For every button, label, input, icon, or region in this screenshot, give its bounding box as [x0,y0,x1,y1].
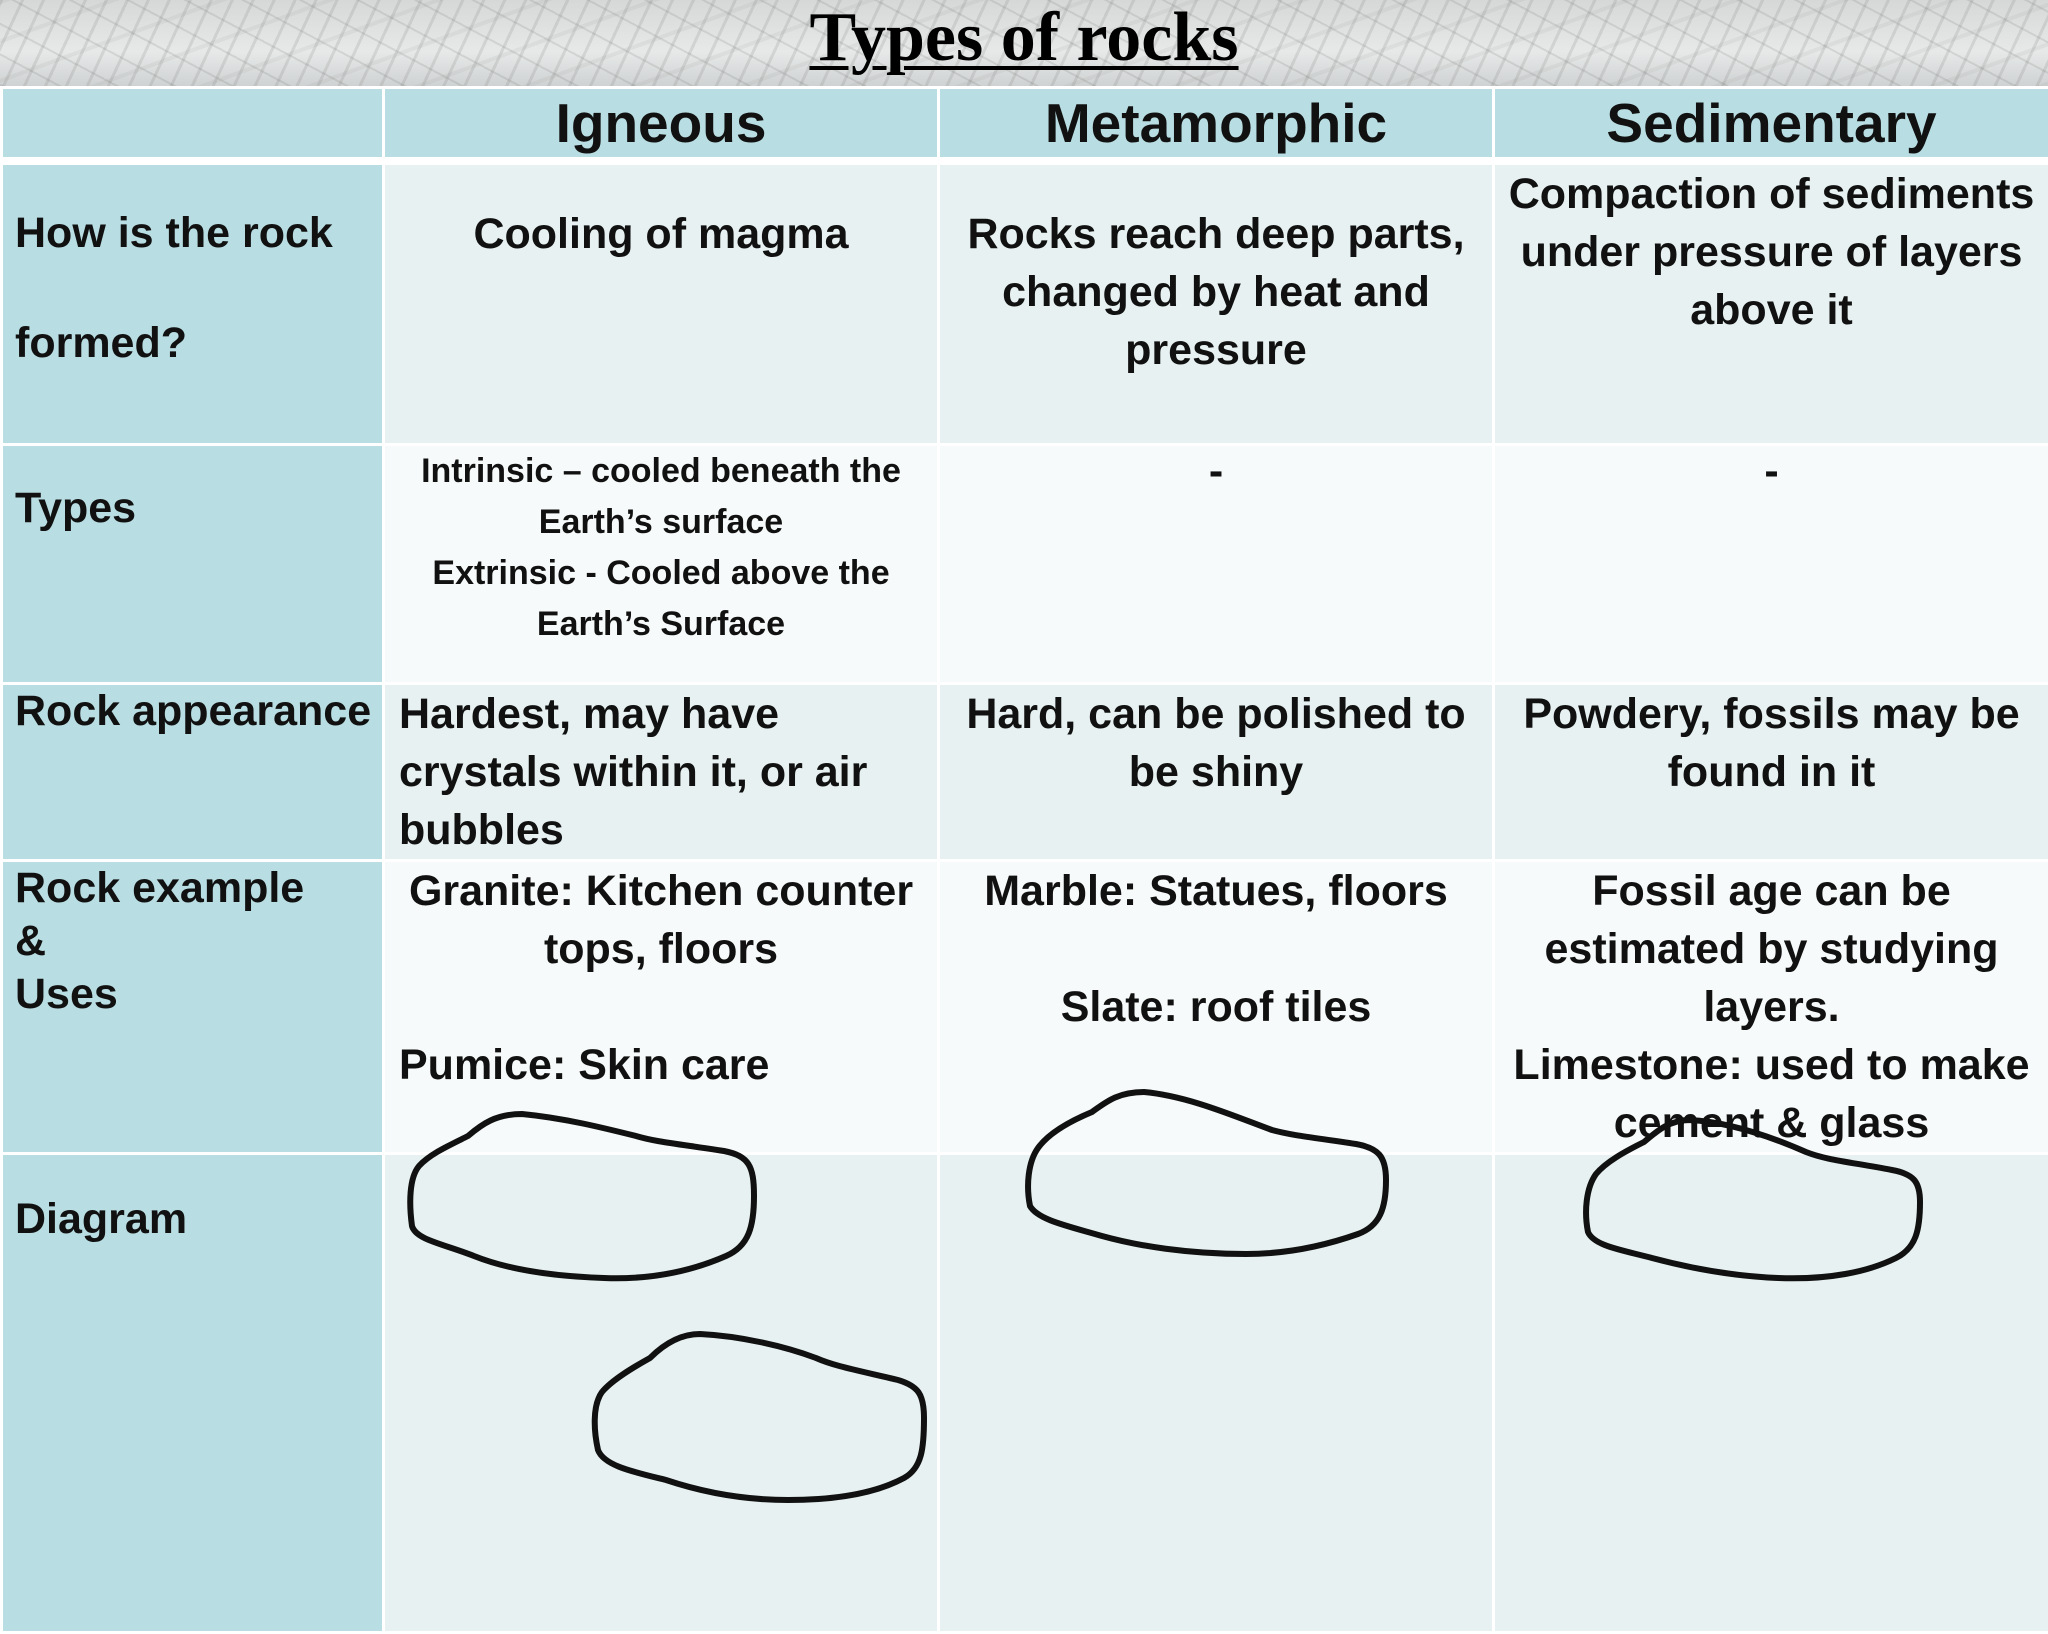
igneous-rock-drawing-1 [404,1106,760,1282]
header-corner [2,88,384,162]
metamorphic-rock-drawing [1018,1086,1394,1258]
cell-metamorphic-types: - [939,445,1494,684]
sedimentary-example-fossil: Fossil age can be estimated by studying … [1495,862,2048,1036]
cell-igneous-types: Intrinsic – cooled beneath the Earth’s s… [384,445,939,684]
row-types: Types Intrinsic – cooled beneath the Ear… [2,445,2048,684]
row-label-examples: Rock example & Uses [2,861,384,1154]
igneous-rock-drawing-2 [588,1328,928,1508]
metamorphic-example-slate: Slate: roof tiles [940,978,1492,1036]
header-sedimentary: Sedimentary [1494,88,2048,162]
row-label-diagram: Diagram [2,1154,384,1633]
header-row: Igneous Metamorphic Sedimentary [2,88,2048,162]
row-appearance: Rock appearance Hardest, may have crysta… [2,684,2048,861]
sedimentary-rock-drawing [1578,1114,1926,1286]
cell-igneous-formation: Cooling of magma [384,161,939,445]
metamorphic-example-marble: Marble: Statues, floors [940,862,1492,920]
cell-sedimentary-examples: Fossil age can be estimated by studying … [1494,861,2048,1154]
row-label-formation: How is the rock formed? [2,161,384,445]
igneous-example-pumice: Pumice: Skin care [385,1036,937,1094]
cell-igneous-appearance: Hardest, may have crystals within it, or… [384,684,939,861]
igneous-type-extrinsic: Extrinsic - Cooled above the Earth’s Sur… [385,548,937,650]
igneous-type-intrinsic: Intrinsic – cooled beneath the Earth’s s… [385,446,937,548]
header-metamorphic: Metamorphic [939,88,1494,162]
row-label-examples-line3: Uses [15,968,382,1021]
cell-metamorphic-appearance: Hard, can be polished to be shiny [939,684,1494,861]
header-igneous: Igneous [384,88,939,162]
row-label-examples-line2: & [15,915,382,968]
row-formation: How is the rock formed? Cooling of magma… [2,161,2048,445]
row-label-formation-line2: formed? [15,315,382,371]
row-label-formation-line1: How is the rock [15,205,382,261]
page-title: Types of rocks [0,0,2048,80]
row-label-appearance: Rock appearance [2,684,384,861]
row-label-examples-line1: Rock example [15,862,382,915]
igneous-example-granite: Granite: Kitchen counter tops, floors [385,862,937,978]
cell-sedimentary-formation: Compaction of sediments under pressure o… [1494,161,2048,445]
rock-types-table: Igneous Metamorphic Sedimentary How is t… [0,86,2048,1634]
cell-metamorphic-formation: Rocks reach deep parts, changed by heat … [939,161,1494,445]
cell-sedimentary-appearance: Powdery, fossils may be found in it [1494,684,2048,861]
cell-sedimentary-types: - [1494,445,2048,684]
row-label-types: Types [2,445,384,684]
